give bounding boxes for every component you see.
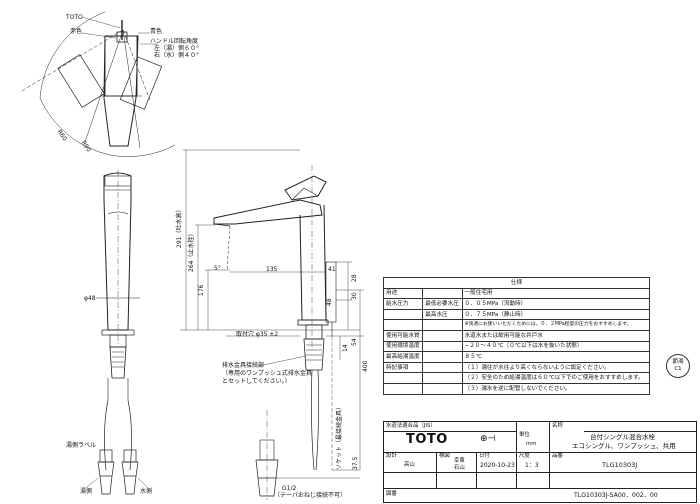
- water-saving-badge: 節湯 C1: [666, 354, 690, 378]
- faucet-symbol-icon: ⊕⊣: [480, 434, 496, 444]
- right-cold-angle: 右（水）側４０°: [154, 52, 200, 59]
- check-label: 検図: [439, 453, 450, 459]
- dim-135: 135: [266, 266, 278, 273]
- thread-note: （テーパおねじ接続不可）: [274, 492, 346, 499]
- part-label: 品番: [552, 453, 563, 459]
- table-row: （３）湯水を逆に配管しないでください。: [382, 382, 651, 395]
- hose-note-2: （専用のワンプッシュ式排水金具: [222, 370, 312, 377]
- cold-side-label: 水側: [140, 488, 153, 495]
- product-name-1: 台付シングル混合水栓: [590, 433, 655, 441]
- table-row: 使用可能水質水道水または飲用可能な井戸水: [382, 329, 651, 342]
- jis-label: 水道法適合品（JIS）: [386, 423, 436, 429]
- dim-264: 264（止水栓）: [188, 230, 195, 272]
- scale-value: 1：3: [525, 462, 539, 469]
- table-row: （２）安全のため給湯温度は６０℃以下でのご使用をおすすめします。: [382, 372, 651, 384]
- name-label: 名称: [552, 423, 563, 429]
- date-label: 日付: [479, 453, 490, 459]
- dim-diameter: φ48: [84, 295, 96, 302]
- unit-value: mm: [526, 441, 537, 447]
- spec-title: 仕様: [383, 277, 650, 289]
- red-label: 赤色: [70, 28, 83, 35]
- drawing-number: TLG10303J-SA00．002．00: [574, 492, 658, 499]
- table-row: 特記事項（１）湯往が水往より高くならないように設定ください。: [382, 361, 651, 374]
- product-name-2: エコシングル、ワンプッシュ、共用: [572, 442, 676, 450]
- front-view: [180, 149, 364, 470]
- dim-14: 14: [342, 344, 349, 352]
- handle-angle-title: ハンドル回転角度: [150, 38, 199, 45]
- dim-48: 48: [326, 298, 333, 306]
- spec-title-row: 仕様: [383, 277, 650, 289]
- check-name-2: 石山: [454, 465, 465, 471]
- design-name: 高山: [404, 462, 415, 468]
- dim-41: 41: [328, 266, 336, 273]
- thread-label: G1/2: [282, 485, 297, 492]
- brand-label: TOTO: [66, 14, 83, 21]
- dim-291: 291（吐水高）: [176, 206, 183, 248]
- unit-label: 単位: [519, 432, 530, 438]
- top-view: [19, 11, 176, 157]
- hoses-left: [85, 399, 149, 495]
- scale-label: 尺度: [519, 453, 530, 459]
- left-hot-angle: 左（湯）側６０°: [154, 45, 200, 52]
- badge-text: 節湯 C1: [672, 359, 684, 372]
- hose-right: [255, 369, 360, 500]
- dim-176: 176: [198, 284, 205, 296]
- design-label: 設計: [386, 453, 397, 459]
- dim-54: 54: [351, 338, 358, 346]
- dim-30: 30: [351, 292, 358, 300]
- toto-logo: TOTO: [406, 432, 448, 447]
- dim-mount-hole: 取付穴 φ35 ±2: [236, 331, 279, 338]
- side-view: [96, 170, 140, 400]
- title-block: 水道法適合品（JIS） TOTO ⊕⊣ 単位 mm 名称 台付シングル混合水栓 …: [383, 421, 697, 503]
- hot-label-tag: 湯側ラベル: [66, 442, 97, 449]
- date-value: 2020-10-23: [480, 462, 515, 469]
- dim-28: 28: [351, 274, 358, 282]
- hot-side-label: 湯側: [80, 488, 93, 495]
- rear-socket-label: ソケット（最接続金具）: [336, 403, 343, 470]
- check-name-1: 幸東: [454, 458, 465, 464]
- part-number: TLG10303J: [602, 461, 638, 469]
- table-row: 使用環境温度−２０〜４０℃（０℃以下は水を抜いた状態）: [382, 340, 651, 353]
- blue-label: 青色: [150, 28, 163, 35]
- dim-400: 400: [362, 360, 369, 372]
- hose-note-1: 排水金具接続部: [222, 362, 265, 369]
- dim-37-5: 37.5: [352, 456, 359, 470]
- hose-note-3: とセットしてください。）: [222, 378, 291, 385]
- table-row: 用途一般住宅用: [382, 287, 651, 300]
- dim-5-deg: 5°: [214, 265, 221, 272]
- table-row: ※快適にお使いいただくためには、０．２MPa程度の圧力をおすすめします。: [382, 319, 651, 331]
- drawing-label: 図番: [386, 491, 397, 497]
